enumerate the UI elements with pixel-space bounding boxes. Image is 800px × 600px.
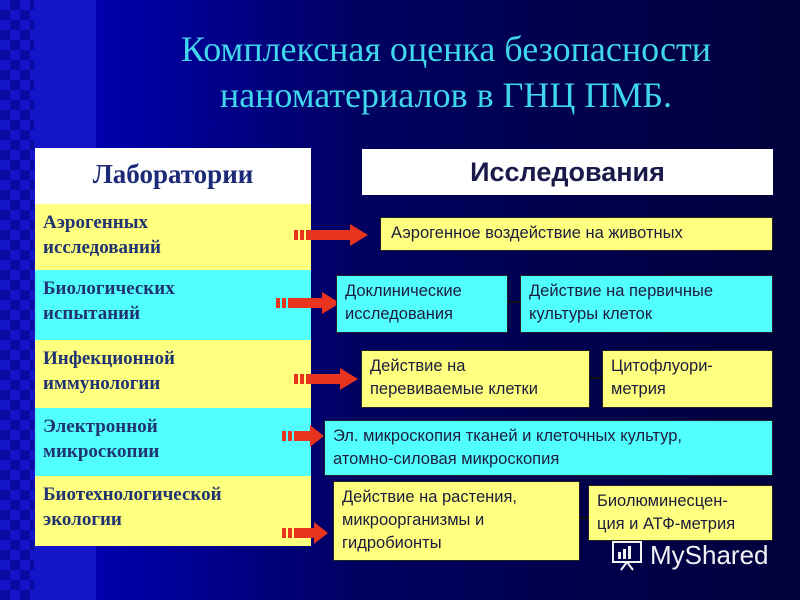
lab-aerogenic-line1: Аэрогенных [43, 212, 149, 233]
research-cytofluor: Цитофлуори- метрия [602, 350, 773, 408]
lab-biotech-line2: экологии [43, 509, 122, 530]
watermark: MyShared [610, 538, 769, 572]
slide-title: Комплексная оценка безопасности наномате… [96, 26, 796, 118]
watermark-text: MyShared [650, 540, 769, 570]
research-aerogenic: Аэрогенное воздействие на животных [380, 217, 773, 251]
title-line-2: наноматериалов в ГНЦ ПМБ. [219, 75, 673, 115]
research-bioluminescence: Биолюминесцен- ция и АТФ-метрия [588, 485, 773, 541]
lab-biological-line2: испытаний [43, 303, 141, 324]
research-transplantable: Действие на перевиваемые клетки [361, 350, 590, 408]
connector-line [580, 517, 588, 519]
lab-infectious-line1: Инфекционной [43, 348, 175, 369]
checker-pattern [0, 0, 34, 600]
lab-infectious-line2: иммунологии [43, 373, 161, 394]
lab-electron-line2: микроскопии [43, 441, 160, 462]
labs-header: Лаборатории [35, 148, 311, 204]
arrow-right-icon [282, 522, 328, 544]
lab-biological: Биологических испытаний [35, 270, 311, 340]
connector-line [508, 301, 520, 303]
title-line-1: Комплексная оценка безопасности [181, 29, 711, 69]
research-primary-cultures: Действие на первичные культуры клеток [520, 275, 773, 333]
presentation-icon [612, 541, 642, 571]
lab-electron-line1: Электронной [43, 416, 158, 437]
research-header: Исследования [362, 149, 773, 195]
research-electron-microscopy: Эл. микроскопия тканей и клеточных культ… [324, 420, 773, 476]
lab-biotech-line1: Биотехнологической [43, 484, 222, 505]
lab-biological-line1: Биологических [43, 278, 175, 299]
lab-aerogenic-line2: исследований [43, 237, 161, 258]
arrow-right-icon [294, 368, 358, 390]
lab-biotech: Биотехнологической экологии [35, 476, 311, 546]
lab-infectious: Инфекционной иммунологии [35, 340, 311, 408]
arrow-right-icon [276, 292, 340, 314]
research-preclinical: Доклинические исследования [336, 275, 508, 333]
arrow-right-icon [282, 425, 324, 447]
arrow-right-icon [294, 224, 368, 246]
research-plants: Действие на растения, микроорганизмы и г… [333, 481, 580, 561]
connector-line [590, 377, 602, 379]
lab-electron: Электронной микроскопии [35, 408, 311, 476]
lab-aerogenic: Аэрогенных исследований [35, 204, 311, 270]
